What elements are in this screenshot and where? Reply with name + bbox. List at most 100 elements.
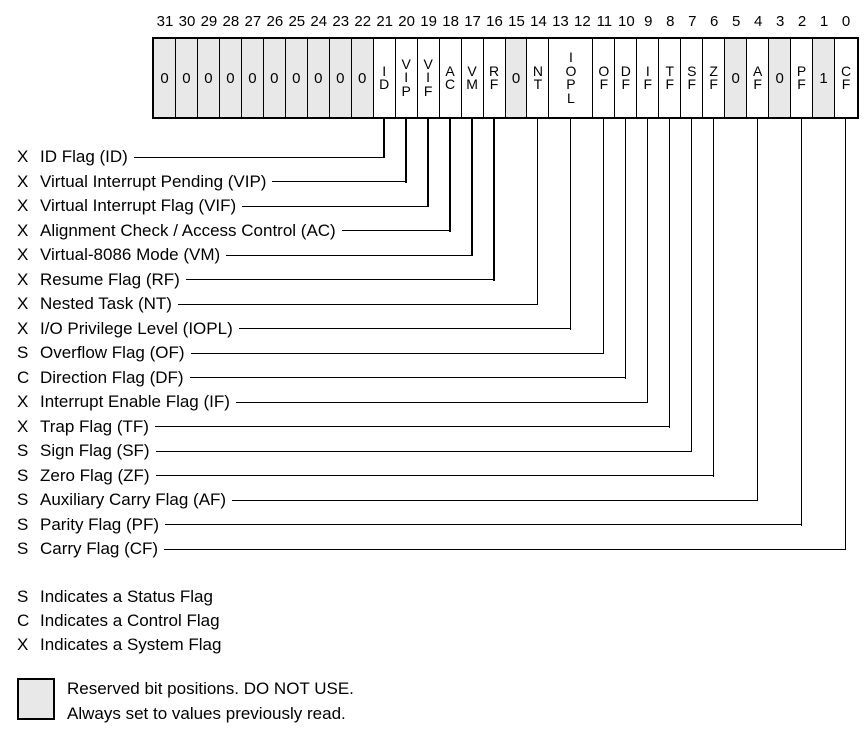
reserved-note: Reserved bit positions. DO NOT USE. Alwa… (67, 677, 354, 726)
flag-label: Alignment Check / Access Control (AC) (40, 220, 336, 240)
bit-cell-letter: P (401, 82, 411, 99)
bit-cell-letter: A (445, 62, 455, 79)
bit-number-30: 30 (178, 13, 196, 30)
connector-hline (235, 401, 649, 403)
bit-cell-letter: I (404, 69, 409, 86)
bit-cell-27: 0 (241, 39, 264, 117)
bit-number-16: 16 (486, 13, 503, 30)
flag-label: Sign Flag (SF) (40, 441, 150, 460)
bit-cell-25: 0 (285, 39, 308, 117)
flag-label: Resume Flag (RF) (40, 269, 180, 289)
flag-label: Virtual Interrupt Pending (VIP) (40, 171, 267, 191)
bit-number-23: 23 (332, 13, 350, 30)
connector-hline (190, 352, 605, 354)
flag-row: S Carry Flag (CF) (17, 538, 847, 560)
flag-label: Carry Flag (CF) (40, 539, 159, 558)
bit-cell-letter: F (797, 76, 806, 92)
bit-cell-value: 1 (819, 69, 828, 87)
bit-cell-30: 0 (175, 39, 198, 117)
legend-text: Indicates a Control Flag (40, 611, 220, 630)
connector-hline (238, 328, 572, 329)
bit-cell-letter: C (840, 62, 852, 79)
bit-number-11: 11 (596, 13, 613, 30)
flag-label: Parity Flag (PF) (40, 514, 160, 534)
legend-letter: S (17, 587, 29, 606)
flag-type-letter: X (17, 171, 29, 191)
flag-type-letter: X (17, 318, 29, 338)
bit-number-5: 5 (732, 13, 741, 30)
bit-cell-value: 0 (160, 69, 169, 87)
flag-type-letter: S (17, 539, 29, 558)
connector-line (800, 119, 803, 526)
connector-line (449, 119, 451, 232)
connector-hline (185, 279, 495, 280)
bit-cell-letter: O (565, 62, 577, 79)
connector-line (569, 119, 572, 330)
bit-number-12: 12 (574, 13, 591, 30)
bit-cell-letter: L (567, 89, 575, 106)
bit-cell-letter: F (489, 76, 499, 92)
bit-cell-letter: F (643, 76, 653, 92)
flag-type-letter: S (17, 465, 29, 485)
bit-cell-letter: F (423, 82, 433, 99)
bit-cell-letter: I (568, 49, 573, 65)
connector-hline (133, 156, 385, 158)
bit-cell-value: 0 (314, 69, 323, 87)
connector-hline (155, 450, 693, 452)
bit-number-2: 2 (797, 13, 807, 30)
bit-number-18: 18 (442, 13, 459, 30)
connector-hline (189, 377, 627, 378)
bit-number-20: 20 (398, 13, 415, 30)
connector-hline (341, 230, 451, 231)
bit-cell-letter: F (687, 76, 697, 92)
legend-text: Indicates a Status Flag (40, 587, 213, 606)
bit-cell-value: 0 (270, 69, 279, 87)
connector-line (405, 119, 407, 183)
bit-number-17: 17 (464, 13, 481, 30)
bit-cell-letter: C (445, 76, 456, 92)
connector-hline (226, 254, 473, 256)
bit-cell-5: 0 (725, 39, 748, 117)
flag-label: Virtual-8086 Mode (VM) (40, 245, 221, 264)
connector-hline (232, 499, 759, 501)
flag-type-letter: X (17, 392, 29, 411)
reserved-swatch (17, 678, 55, 720)
bit-number-0: 0 (841, 13, 851, 30)
bit-cell-29: 0 (197, 39, 220, 117)
bit-number-1: 1 (819, 13, 829, 30)
bit-cell-letter: F (709, 76, 718, 92)
bit-number-7: 7 (688, 13, 697, 30)
bit-cell-22: 0 (351, 39, 374, 117)
flag-type-letter: S (17, 490, 29, 509)
flag-type-letter: C (17, 367, 30, 387)
bit-cell-value: 0 (292, 69, 301, 87)
connector-line (646, 119, 649, 403)
bit-cell-letter: I (426, 69, 431, 86)
flag-type-letter: X (17, 196, 29, 215)
legend-text: Indicates a System Flag (40, 635, 222, 654)
flag-row: X Virtual Interrupt Pending (VIP) (17, 171, 407, 193)
bit-cell-value: 0 (731, 69, 740, 87)
bit-number-31: 31 (156, 13, 174, 30)
bit-cell-23: 0 (329, 39, 352, 117)
